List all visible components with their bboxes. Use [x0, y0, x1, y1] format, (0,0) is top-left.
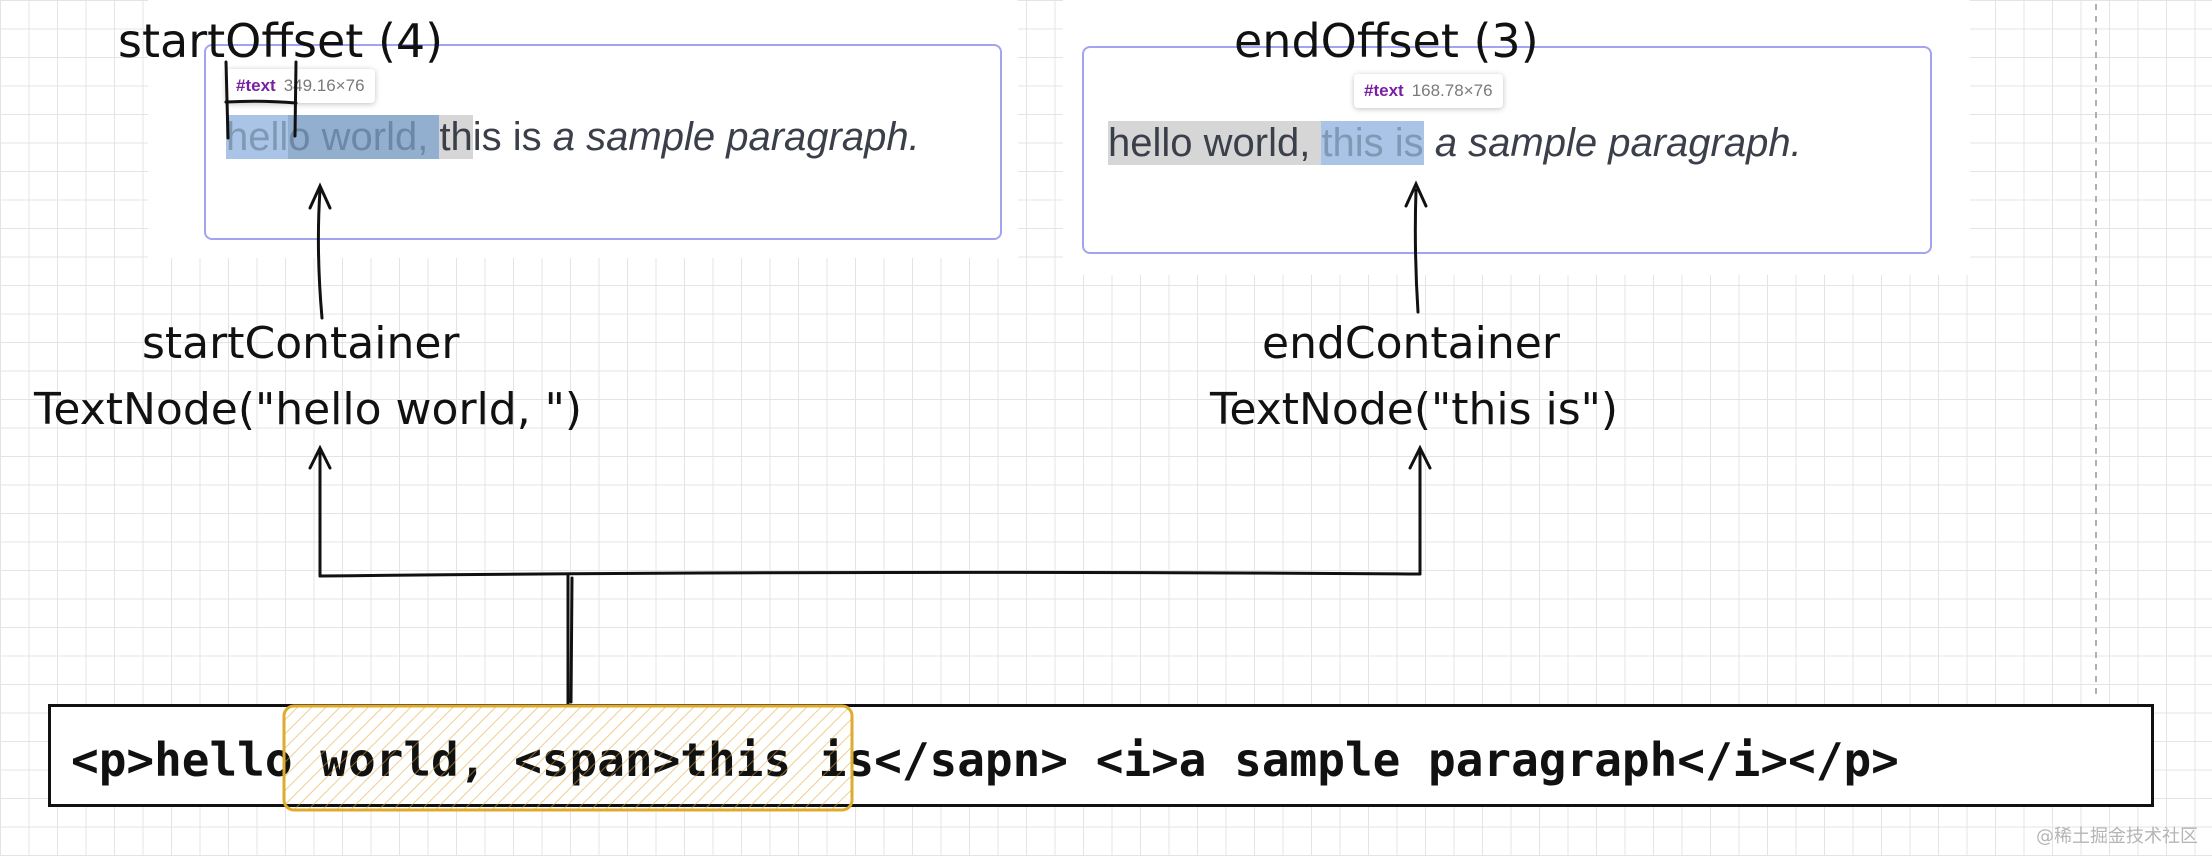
- end-container-text-a: hello world,: [1108, 121, 1322, 165]
- horizontal-connector: [318, 570, 1422, 578]
- start-selected-text-b: o world,: [288, 115, 440, 159]
- start-demo-paragraph: hello world, this is a sample paragraph.: [226, 115, 920, 160]
- end-demo-box: [1082, 46, 1932, 254]
- tooltip-dims: 168.78×76: [1411, 81, 1493, 100]
- end-container-title: endContainer: [1262, 318, 1560, 369]
- start-italic-text: a sample paragraph.: [552, 115, 920, 159]
- start-container-text-c: th: [439, 115, 473, 159]
- start-plain-text: is is: [472, 115, 553, 159]
- start-text-arrow: [316, 188, 324, 320]
- end-text-arrow: [1413, 188, 1420, 314]
- end-italic-text: a sample paragraph.: [1434, 121, 1802, 165]
- tooltip-tag: #text: [1364, 81, 1404, 100]
- start-node-tooltip: #text 349.16×76: [226, 69, 375, 103]
- end-node-tooltip: #text 168.78×76: [1354, 74, 1503, 108]
- end-selected-text-b: this is: [1321, 121, 1424, 165]
- end-demo-paragraph: hello world, this is a sample paragraph.: [1108, 121, 1802, 166]
- offset-span-line: [224, 99, 298, 105]
- offset-end-tick: [293, 60, 298, 138]
- tooltip-dims: 349.16×76: [283, 76, 365, 95]
- end-container-node: TextNode("this is"): [1210, 384, 1619, 435]
- start-container-title: startContainer: [142, 318, 460, 369]
- code-range-highlight: [282, 704, 854, 812]
- start-selected-text-a: hell: [226, 115, 289, 159]
- start-offset-label: startOffset (4): [118, 14, 444, 68]
- tooltip-tag: #text: [236, 76, 276, 95]
- start-container-node: TextNode("hello world, "): [34, 384, 583, 435]
- end-offset-label: endOffset (3): [1234, 14, 1539, 68]
- watermark: @稀土掘金技术社区: [2036, 826, 2198, 847]
- offset-start-tick: [224, 60, 230, 140]
